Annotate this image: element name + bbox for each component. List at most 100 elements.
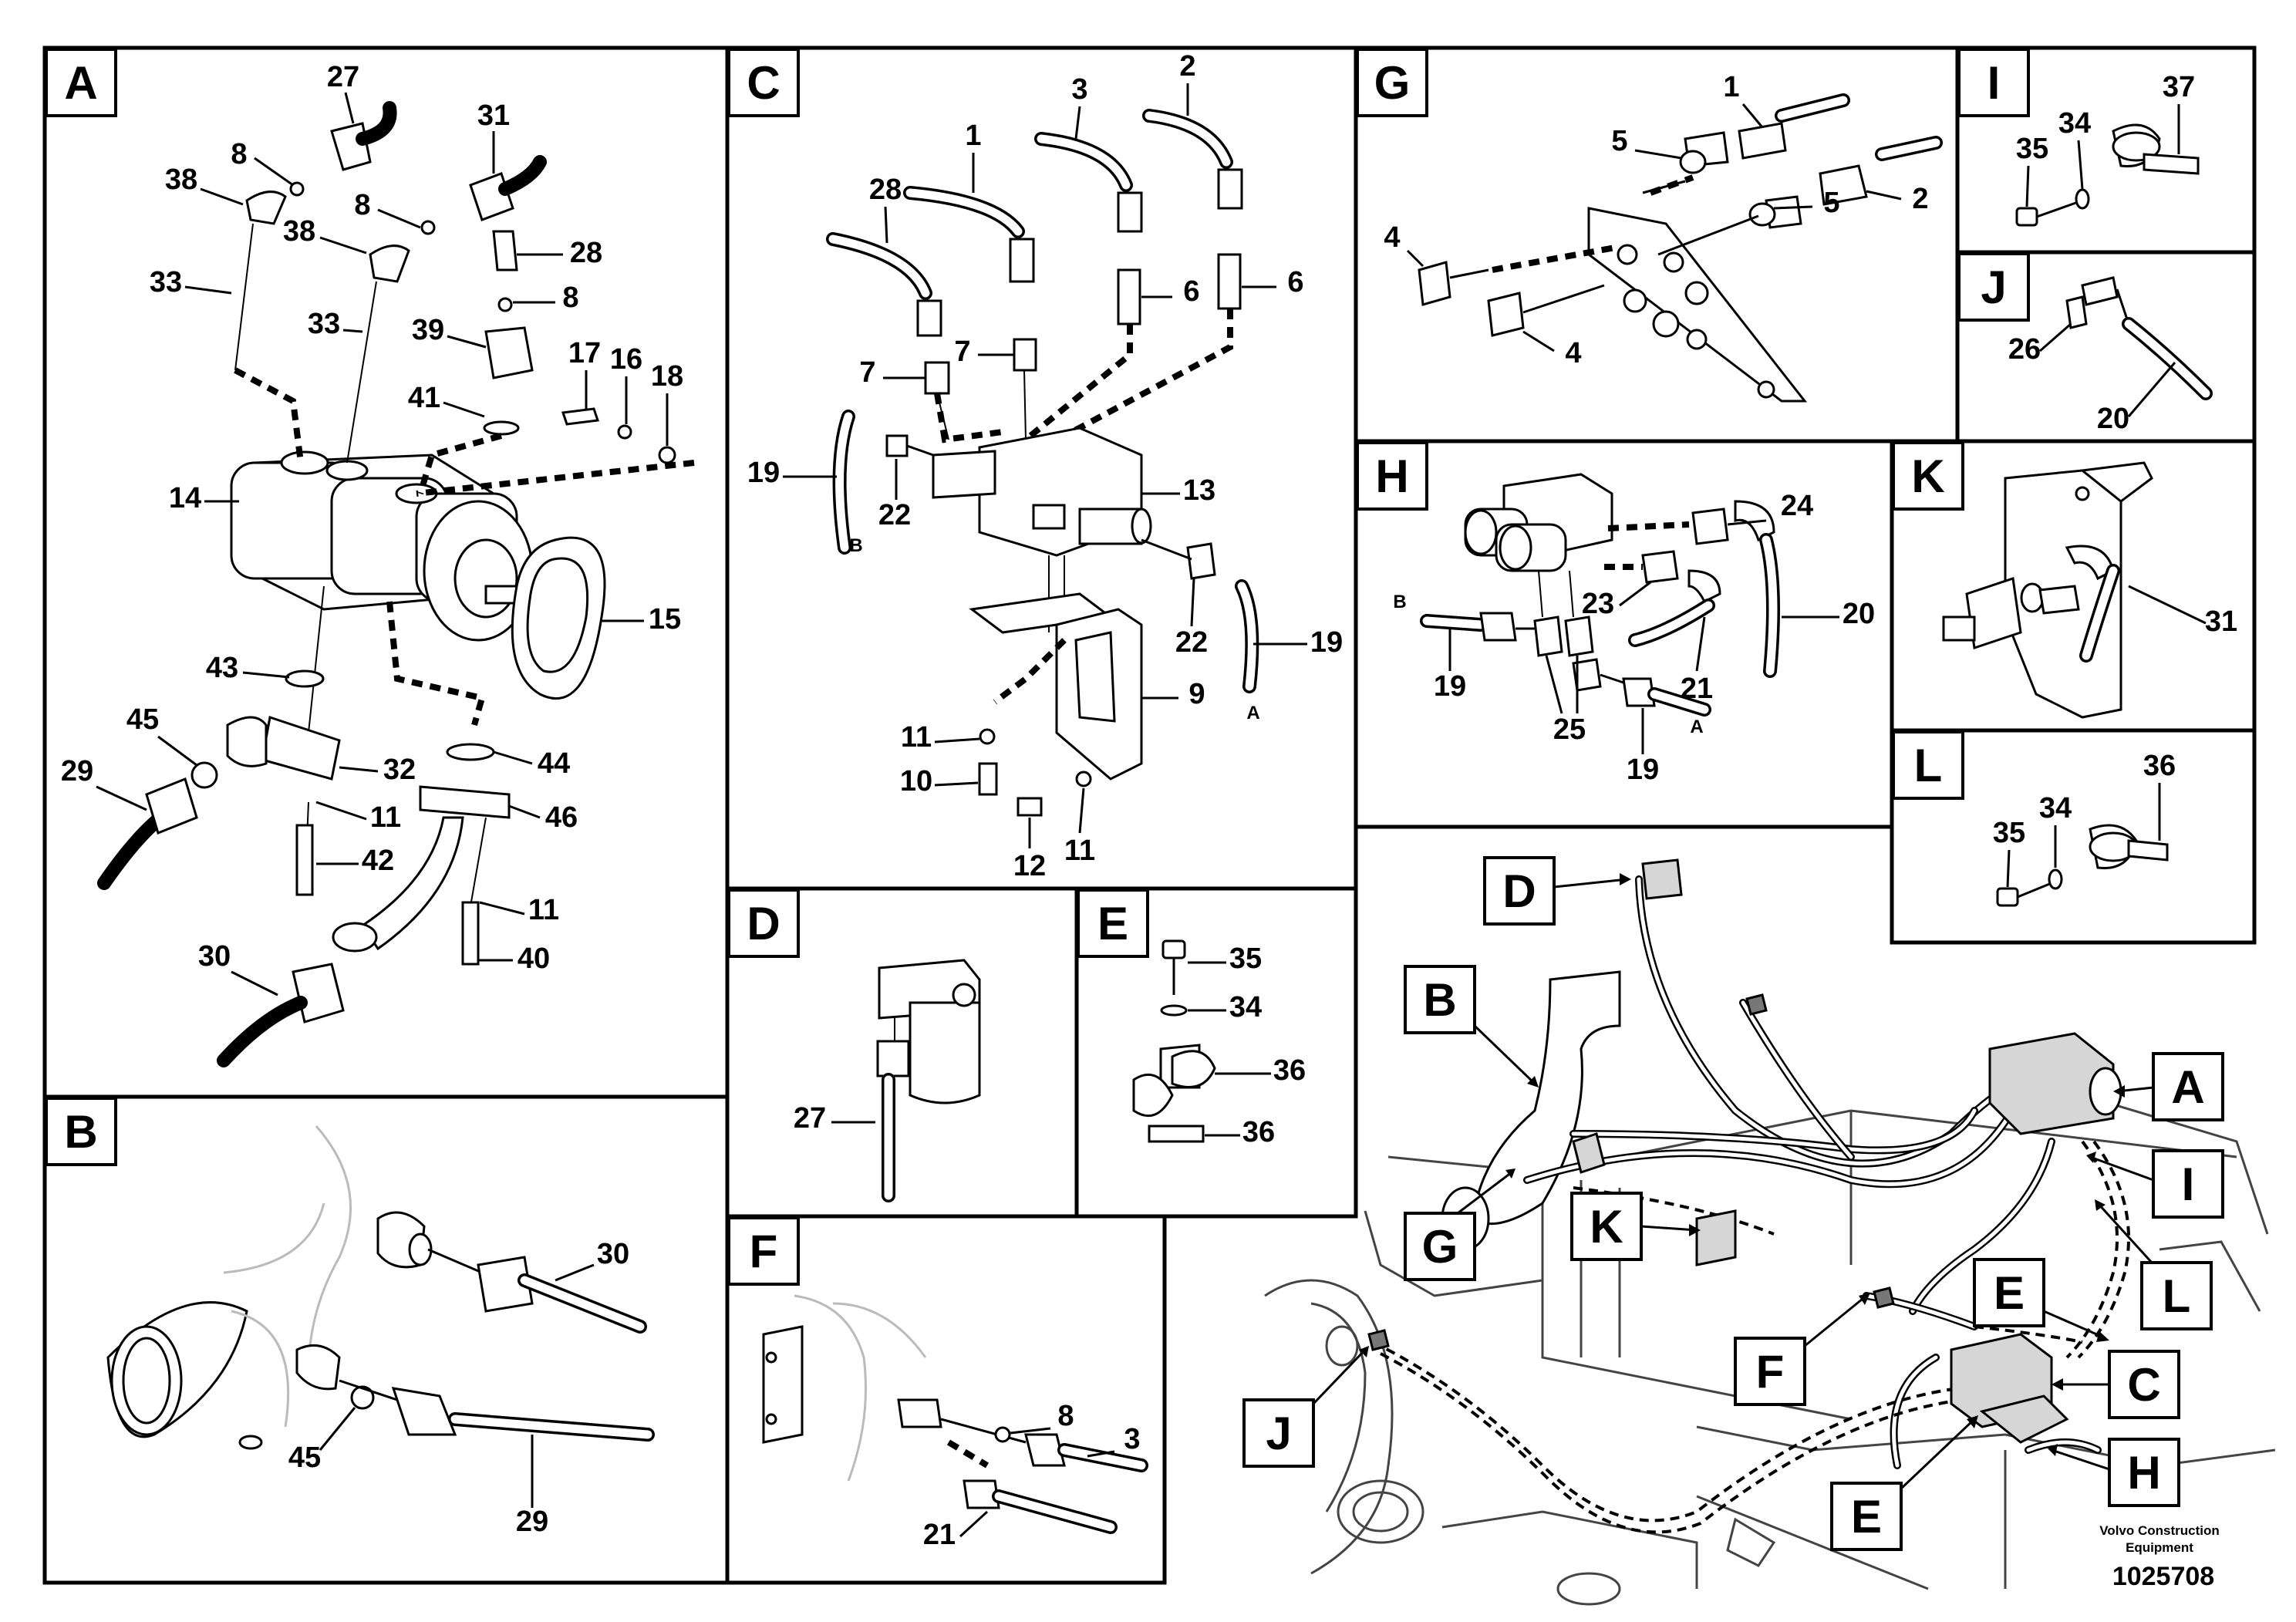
side-hoses: [832, 410, 1259, 817]
callout-a-18: 18: [651, 360, 683, 393]
callout-h-b: B: [1393, 592, 1406, 612]
callout-g-2: 2: [1912, 183, 1928, 215]
callout-i-37: 37: [2163, 71, 2195, 103]
brand-line-2: Equipment: [2126, 1540, 2193, 1555]
callout-j-26: 26: [2008, 333, 2041, 366]
callout-c-19a: 19: [747, 457, 780, 489]
callout-h-24: 24: [1781, 490, 1813, 522]
marker-e-bottom: E: [1851, 1491, 1882, 1543]
callout-l-35: 35: [1993, 817, 2025, 849]
control-valve: [932, 427, 1152, 632]
fittings-top: [234, 101, 695, 497]
callout-a-43: 43: [206, 652, 238, 684]
panel-k: K 31: [1890, 439, 2257, 733]
fittings-h: [1420, 500, 1780, 717]
callout-i-35: 35: [2016, 133, 2048, 165]
callout-a-11b: 11: [528, 894, 559, 926]
tee-fitting: [2065, 276, 2213, 400]
callout-g-5b: 5: [1823, 187, 1839, 219]
panel-l: L 36 35 34: [1890, 728, 2257, 945]
callout-e-36a: 36: [1273, 1054, 1306, 1087]
callout-c-22b: 22: [1175, 626, 1208, 659]
callout-g-5a: 5: [1611, 125, 1627, 157]
callout-l-34: 34: [2039, 792, 2072, 824]
panel-k-label: K: [1911, 450, 1944, 502]
callout-c-10: 10: [900, 765, 932, 798]
panel-l-label: L: [1914, 740, 1943, 791]
callout-a-33a: 33: [150, 266, 182, 298]
callout-c-19b: 19: [1310, 626, 1343, 659]
panel-g: G 1: [1354, 46, 1960, 443]
marker-l: L: [2163, 1270, 2191, 1322]
callout-d-27: 27: [794, 1102, 826, 1135]
brand-line-1: Volvo Construction: [2099, 1523, 2220, 1538]
callout-a-27: 27: [327, 61, 359, 93]
panel-a-label: A: [64, 57, 97, 109]
callout-a-40: 40: [518, 943, 550, 975]
callout-f-21: 21: [923, 1519, 956, 1551]
callout-a-8a: 8: [231, 138, 247, 170]
gasket: [511, 536, 606, 700]
panel-b-label: B: [64, 1106, 97, 1158]
callout-a-33b: 33: [308, 308, 340, 340]
callout-c-7b: 7: [859, 356, 875, 389]
callout-g-4b: 4: [1565, 337, 1581, 369]
callout-a-38a: 38: [165, 164, 197, 196]
callout-h-21: 21: [1681, 673, 1713, 705]
callout-c-6a: 6: [1183, 275, 1199, 308]
marker-d: D: [1502, 865, 1536, 917]
callout-j-20: 20: [2097, 403, 2129, 435]
marker-h: H: [2127, 1447, 2160, 1499]
marker-a: A: [2171, 1061, 2204, 1113]
inlet-f: [762, 1294, 1148, 1534]
callout-h-19b: 19: [1627, 754, 1659, 786]
overview-markers: D B A G K I E L F C: [1242, 856, 2224, 1551]
panel-j: J 26 20: [1955, 250, 2257, 443]
callout-a-14: 14: [169, 482, 201, 514]
callout-h-25: 25: [1553, 713, 1586, 746]
marker-j: J: [1266, 1408, 1291, 1459]
bulkhead-plate: [1587, 207, 1808, 403]
panel-j-label: J: [1981, 261, 2006, 313]
callout-a-17: 17: [568, 337, 601, 369]
panel-e: E 35 34 36 36: [1074, 886, 1358, 1219]
callout-a-41: 41: [408, 382, 440, 414]
callout-a-42: 42: [362, 845, 394, 877]
callout-c-2: 2: [1179, 50, 1195, 83]
valve-hoses: [826, 109, 1243, 443]
callout-a-8b: 8: [354, 189, 370, 221]
fittings-g: [1418, 93, 1943, 337]
panel-d-label: D: [747, 898, 780, 949]
valve-bracket: [969, 592, 1143, 781]
callout-a-45: 45: [126, 703, 159, 736]
callout-a-15: 15: [649, 603, 681, 636]
callout-a-44: 44: [538, 747, 570, 780]
panel-c-label: C: [747, 57, 780, 109]
callout-c-12: 12: [1013, 850, 1046, 882]
panel-e-label: E: [1097, 898, 1128, 949]
callout-c-3: 3: [1071, 73, 1087, 106]
callout-i-34: 34: [2058, 107, 2091, 140]
callout-a-29: 29: [61, 755, 93, 787]
marker-e-top: E: [1994, 1267, 2025, 1319]
doc-number: 1025708: [2112, 1562, 2214, 1591]
panel-g-label: G: [1374, 57, 1411, 109]
callout-a-46: 46: [545, 801, 578, 834]
panel-f: F 8 3 21: [725, 1214, 1167, 1585]
callout-a-28: 28: [570, 237, 602, 269]
callout-e-34: 34: [1229, 991, 1262, 1023]
callout-l-36: 36: [2143, 750, 2176, 782]
callout-c-11b: 11: [1064, 835, 1095, 867]
solenoid-valve: [1464, 473, 1613, 618]
callout-h-a: A: [1690, 717, 1703, 737]
bracket-k: [1942, 461, 2153, 719]
panel-d: D 27: [725, 886, 1079, 1219]
callout-f-8: 8: [1057, 1400, 1074, 1432]
clamp-l: [1996, 824, 2169, 907]
callout-b-45: 45: [288, 1442, 321, 1474]
callout-f-3: 3: [1124, 1423, 1140, 1455]
callout-c-11a: 11: [901, 721, 932, 754]
filter: [876, 959, 981, 1202]
callout-h-20: 20: [1843, 598, 1875, 630]
